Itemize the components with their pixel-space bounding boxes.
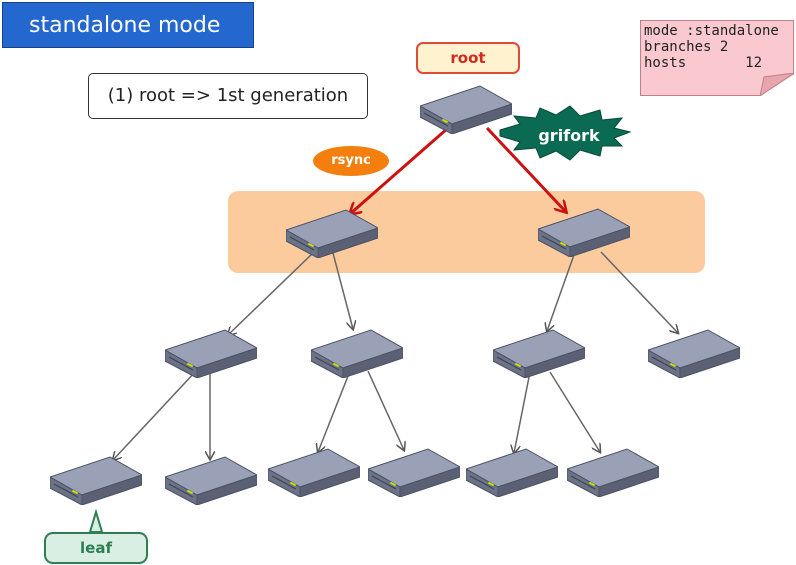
note-line-mode: mode :standalone [644, 23, 779, 39]
server-icon [311, 329, 403, 378]
note-line-branches: branches 2 [644, 39, 729, 55]
root-label: root [416, 42, 520, 74]
edge [228, 252, 314, 335]
leaf-pointer-tip [88, 508, 104, 533]
edge [332, 252, 353, 329]
page-title: standalone mode [2, 2, 254, 48]
server-icon [493, 329, 585, 378]
server-icon [165, 456, 257, 505]
server-icon [368, 448, 460, 497]
leaf-label: leaf [44, 532, 148, 564]
grifork-label: grifork [538, 126, 600, 145]
edge [367, 370, 404, 450]
edge [113, 370, 197, 460]
edge [514, 371, 531, 453]
server-icon [567, 448, 659, 497]
edge [547, 251, 576, 331]
edge [318, 370, 351, 452]
server-icon [420, 85, 512, 134]
server-icon [648, 329, 740, 378]
edge [600, 251, 678, 333]
step-caption: (1) root => 1st generation [88, 73, 368, 119]
server-icon [50, 456, 142, 505]
note-fold-corner [760, 73, 794, 96]
edge [549, 371, 600, 452]
rsync-arrows [350, 126, 566, 214]
server-icon [466, 448, 558, 497]
note-line-hosts: hosts 12 [644, 55, 763, 71]
server-icon [268, 448, 360, 497]
tree-edges [113, 251, 678, 460]
rsync-arrow-right [485, 126, 566, 212]
server-icon [165, 329, 257, 378]
grifork-badge [499, 105, 632, 161]
rsync-arrow-left [350, 126, 449, 214]
rsync-label: rsync [313, 146, 389, 176]
